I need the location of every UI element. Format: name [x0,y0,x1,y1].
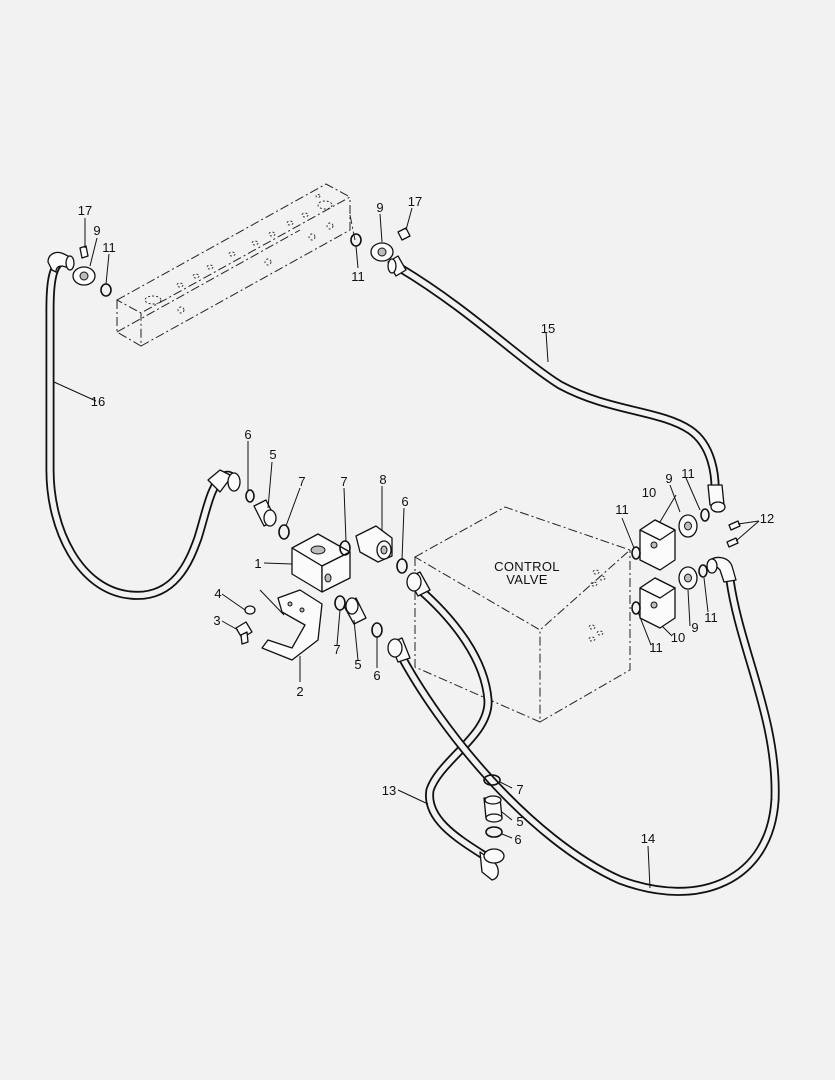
bolt-3 [235,621,253,645]
leader-lines [53,207,760,889]
callout-9: 9 [691,620,698,635]
callout-7: 7 [298,474,305,489]
callout-3: 3 [213,613,220,628]
hose-13-top-fitting [406,571,431,597]
callout-9: 9 [93,223,100,238]
callout-7: 7 [333,642,340,657]
callout-11: 11 [681,466,695,481]
callout-16: 16 [91,394,105,409]
hose-16-top-elbow [47,251,75,273]
adapter-5-bottom [483,795,503,823]
control-valve-label-line1: CONTROL [494,559,560,574]
callout-10: 10 [671,630,685,645]
hose-15-top-fitting [387,255,407,277]
callout-17: 17 [408,194,422,209]
bolts-12 [726,520,741,548]
callout-11: 11 [649,640,663,655]
callout-6: 6 [244,427,251,442]
hose-14-top-fitting [387,637,411,663]
hose-15 [395,263,720,500]
callout-6: 6 [373,668,380,683]
hose-14 [393,557,780,896]
callout-9: 9 [376,200,383,215]
callout-1: 1 [254,556,261,571]
hose-14-bottom-elbow [706,556,737,583]
callout-7: 7 [516,782,523,797]
callout-17: 17 [78,203,92,218]
hose-15-bottom-fitting [707,484,726,513]
callout-5: 5 [269,447,276,462]
callout-5: 5 [354,657,361,672]
adapter-5-lower [343,597,367,625]
callout-12: 12 [760,511,774,526]
callout-13: 13 [382,783,396,798]
control-valve-label-line2: VALVE [506,572,548,587]
bracket-2 [261,589,323,661]
callout-7: 7 [340,474,347,489]
callout-11: 11 [615,502,629,517]
hose-16 [45,257,237,600]
hose-16-bottom-fitting [207,469,241,493]
control-valve: CONTROL VALVE [413,506,631,723]
adapter-10-upper [631,508,710,571]
callout-11: 11 [102,240,116,255]
manifold-block [115,183,356,347]
adapter-10-lower [631,564,708,629]
washer-4 [244,605,256,615]
flange-left-top [72,245,112,297]
callout-labels: 17 9 11 16 17 9 11 15 6 5 7 7 8 6 1 4 3 … [78,194,774,847]
callout-14: 14 [641,831,655,846]
callout-2: 2 [296,684,303,699]
callout-5: 5 [516,814,523,829]
hose-13-bottom-elbow [479,848,505,881]
elbow-8 [355,525,393,563]
callout-6: 6 [401,494,408,509]
callout-8: 8 [379,472,386,487]
callout-4: 4 [214,586,221,601]
callout-11: 11 [704,610,718,625]
callout-11: 11 [351,269,365,284]
callout-10: 10 [642,485,656,500]
callout-9: 9 [665,471,672,486]
flange-right-top [350,227,411,262]
hose-13 [413,583,493,863]
callout-15: 15 [541,321,555,336]
callout-6: 6 [514,832,521,847]
adapter-5-upper [253,499,277,527]
